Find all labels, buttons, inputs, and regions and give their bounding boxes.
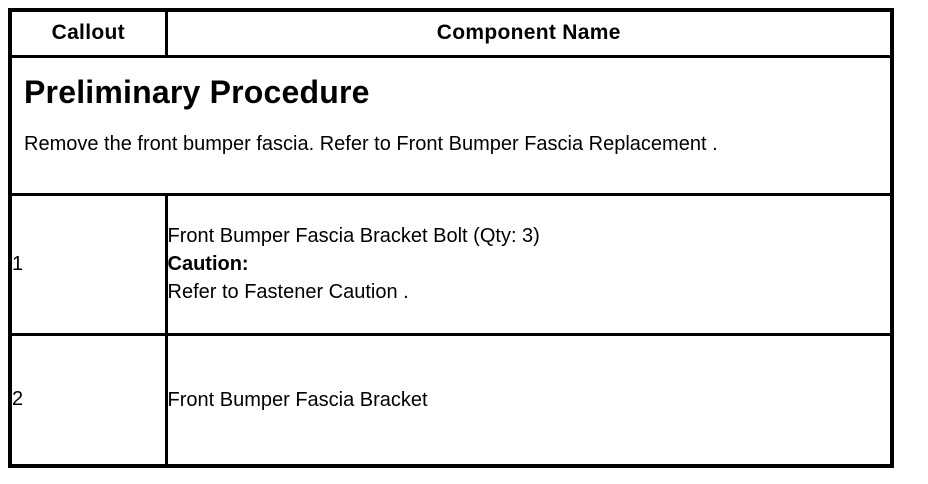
table-row-2: 2 Front Bumper Fascia Bracket [8, 332, 894, 468]
component-line: Front Bumper Fascia Bracket Bolt (Qty: 3… [167, 225, 540, 247]
caution-label: Caution: [167, 253, 249, 275]
table-row-1: 1 Front Bumper Fascia Bracket Bolt (Qty:… [8, 192, 894, 336]
table-header-row: Callout Component Name [8, 8, 894, 58]
component-name-cell: Front Bumper Fascia Bracket Bolt (Qty: 3… [164, 192, 894, 336]
component-name-column-header: Component Name [164, 8, 894, 58]
component-name-cell: Front Bumper Fascia Bracket [164, 332, 894, 468]
caution-reference-line: Refer to Fastener Caution . [167, 281, 409, 303]
preliminary-procedure-row: Preliminary Procedure Remove the front b… [8, 54, 894, 196]
callout-number: 1 [8, 192, 168, 336]
preliminary-procedure-cell: Preliminary Procedure Remove the front b… [8, 54, 894, 196]
component-line: Front Bumper Fascia Bracket [167, 388, 428, 411]
callout-number: 2 [8, 332, 168, 468]
callout-component-table: Callout Component Name Preliminary Proce… [8, 8, 894, 468]
preliminary-procedure-text: Remove the front bumper fascia. Refer to… [24, 132, 718, 155]
callout-column-header: Callout [8, 8, 168, 58]
preliminary-procedure-title: Preliminary Procedure [24, 73, 370, 110]
